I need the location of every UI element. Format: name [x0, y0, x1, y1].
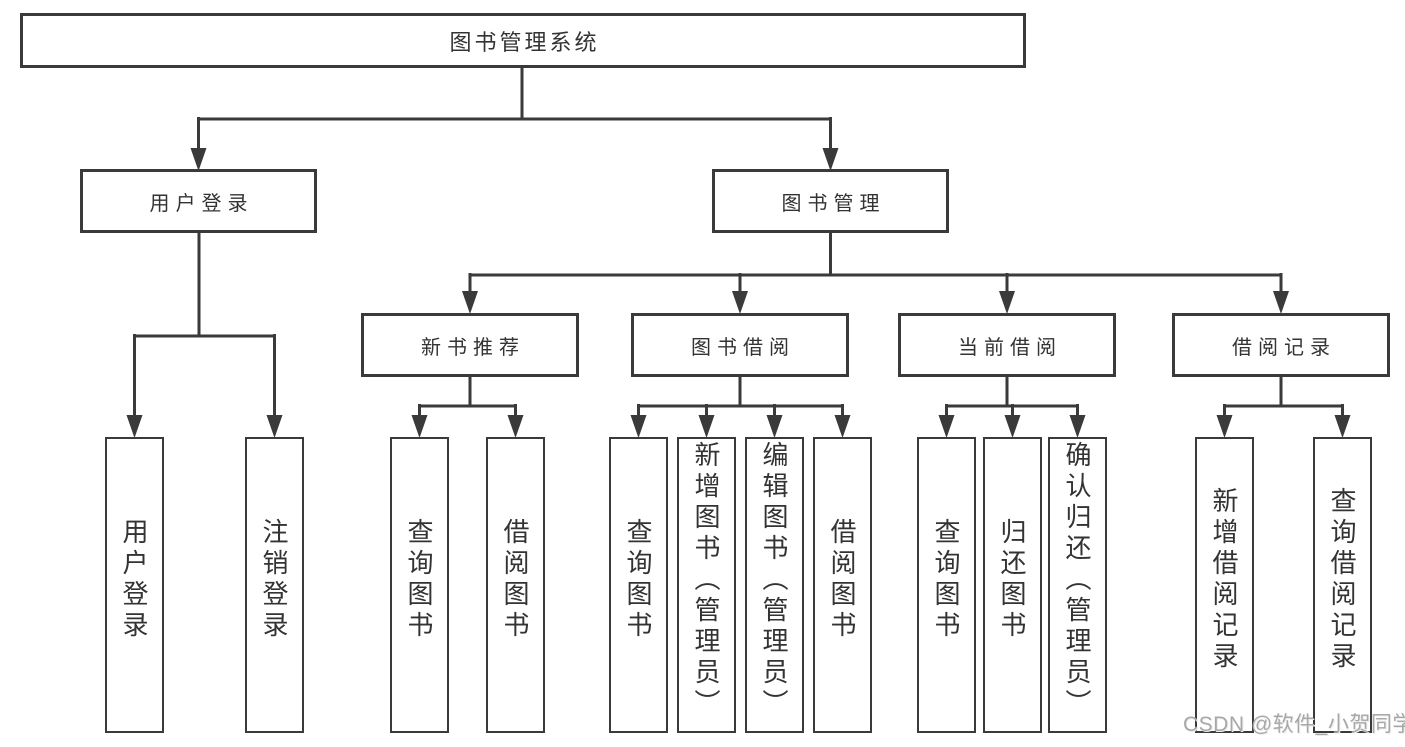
leaf-add-book-admin: 新增图书（管理员）	[677, 437, 736, 733]
node-new-book-recommend: 新书推荐	[361, 313, 579, 377]
connector-user-login-children	[126, 233, 283, 438]
arrowhead-icon	[507, 415, 524, 438]
arrowhead-icon	[822, 148, 839, 171]
arrowhead-icon	[999, 291, 1015, 314]
arrowhead-icon	[630, 415, 647, 438]
arrowhead-icon	[126, 415, 143, 438]
arrowhead-icon	[766, 415, 783, 438]
connector-current-borrow-children	[938, 377, 1086, 438]
connector-borrow-record-children	[1216, 377, 1351, 438]
arrowhead-icon	[1069, 415, 1086, 438]
csdn-watermark: CSDN @软件_小贺同学	[1183, 713, 1405, 736]
arrowhead-icon	[698, 415, 715, 438]
leaf-logout-login: 注销登录	[245, 437, 304, 733]
arrowhead-icon	[938, 415, 955, 438]
node-borrow-record: 借阅记录	[1172, 313, 1390, 377]
leaf-borrow-book: 借阅图书	[813, 437, 872, 733]
leaf-user-login: 用户登录	[105, 437, 164, 733]
leaf-return-book: 归还图书	[983, 437, 1042, 733]
leaf-edit-book-admin: 编辑图书（管理员）	[745, 437, 804, 733]
leaf-confirm-return-admin: 确认归还（管理员）	[1048, 437, 1107, 733]
node-book-borrow: 图书借阅	[631, 313, 849, 377]
node-user-login: 用户登录	[80, 169, 317, 233]
leaf-query-borrow-record: 查询借阅记录	[1313, 437, 1372, 733]
arrowhead-icon	[1004, 415, 1021, 438]
leaf-query-book-recommend: 查询图书	[390, 437, 449, 733]
node-root: 图书管理系统	[20, 13, 1026, 68]
connector-new-book-recommend-children	[411, 377, 524, 438]
arrowhead-icon	[462, 291, 478, 314]
connector-root-to-level2	[190, 68, 839, 171]
arrowhead-icon	[411, 415, 428, 438]
arrowhead-icon	[1334, 415, 1351, 438]
node-book-management: 图书管理	[712, 169, 949, 233]
leaf-add-borrow-record: 新增借阅记录	[1195, 437, 1254, 733]
leaf-query-book-borrow: 查询图书	[609, 437, 668, 733]
connector-book-management-to-level3	[462, 233, 1289, 314]
arrowhead-icon	[1216, 415, 1233, 438]
arrowhead-icon	[266, 415, 283, 438]
connector-book-borrow-children	[630, 377, 851, 438]
arrowhead-icon	[1273, 291, 1289, 314]
arrowhead-icon	[834, 415, 851, 438]
leaf-query-book-current: 查询图书	[917, 437, 976, 733]
node-current-borrow: 当前借阅	[898, 313, 1116, 377]
arrowhead-icon	[190, 148, 207, 171]
arrowhead-icon	[732, 291, 748, 314]
leaf-borrow-book-recommend: 借阅图书	[486, 437, 545, 733]
